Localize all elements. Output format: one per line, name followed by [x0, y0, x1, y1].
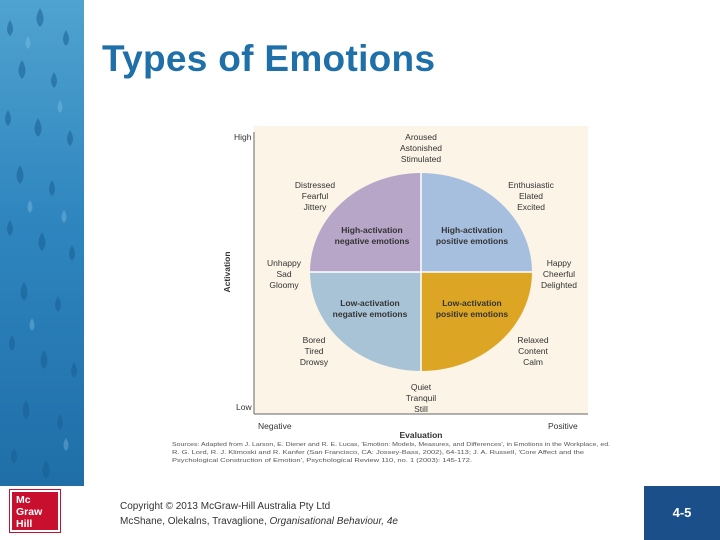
quadrant-top-right: [421, 173, 532, 272]
copyright-line: Copyright © 2013 McGraw-Hill Australia P…: [120, 501, 331, 512]
quadrant-label-top-right-2: positive emotions: [436, 236, 509, 246]
emotion-jittery: Jittery: [304, 202, 327, 212]
emotion-aroused: Aroused: [405, 132, 437, 142]
emotion-enthusiastic: Enthusiastic: [508, 180, 555, 190]
x-axis-negative-label: Negative: [258, 421, 292, 431]
quadrant-label-bottom-right-1: Low-activation: [442, 298, 502, 308]
y-axis-low-label: Low: [236, 402, 252, 412]
emotion-gloomy: Gloomy: [269, 280, 299, 290]
slide-title: Types of Emotions: [102, 38, 436, 79]
emotions-circumplex-figure: High-activation negative emotions High-a…: [166, 126, 616, 466]
quadrant-top-left: [310, 173, 421, 272]
sources-line-2: R. G. Lord, R. J. Klimoski and R. Kanfer…: [172, 450, 584, 456]
emotion-elated: Elated: [519, 191, 543, 201]
citation-book-title: Organisational Behaviour, 4e: [269, 516, 398, 527]
emotion-drowsy: Drowsy: [300, 357, 329, 367]
circumplex-diagram: High-activation negative emotions High-a…: [172, 126, 610, 464]
emotion-calm: Calm: [523, 357, 543, 367]
x-axis-positive-label: Positive: [548, 421, 578, 431]
page-number: 4-5: [672, 505, 692, 520]
emotion-happy: Happy: [547, 258, 572, 268]
quadrant-label-top-right-1: High-activation: [441, 225, 502, 235]
emotion-excited: Excited: [517, 202, 545, 212]
emotion-sad: Sad: [276, 269, 291, 279]
raindrop-pattern: [5, 8, 77, 479]
emotion-unhappy: Unhappy: [267, 258, 302, 268]
quadrant-label-top-left-1: High-activation: [341, 225, 402, 235]
citation-line: McShane, Olekalns, Travaglione, Organisa…: [120, 514, 398, 529]
emotion-tranquil: Tranquil: [406, 393, 437, 403]
emotion-relaxed: Relaxed: [517, 335, 548, 345]
copyright-notice: Copyright © 2013 McGraw-Hill Australia P…: [120, 499, 398, 529]
page-number-box: 4-5: [644, 486, 720, 540]
quadrant-bottom-right: [421, 272, 532, 371]
emotion-cheerful: Cheerful: [543, 269, 575, 279]
y-axis-title: Activation: [222, 251, 232, 292]
slide-footer: [0, 486, 720, 540]
emotion-quiet: Quiet: [411, 382, 432, 392]
citation-authors: McShane, Olekalns, Travaglione,: [120, 516, 270, 527]
emotion-stimulated: Stimulated: [401, 154, 441, 164]
emotion-bored: Bored: [303, 335, 326, 345]
emotion-delighted: Delighted: [541, 280, 577, 290]
emotion-distressed: Distressed: [295, 180, 335, 190]
quadrant-label-top-left-2: negative emotions: [335, 236, 410, 246]
decorative-sidebar: [0, 0, 84, 486]
quadrant-bottom-left: [310, 272, 421, 371]
emotion-fearful: Fearful: [302, 191, 329, 201]
quadrant-label-bottom-left-1: Low-activation: [340, 298, 400, 308]
logo-line-3: Hill: [16, 518, 33, 530]
emotion-content: Content: [518, 346, 548, 356]
logo-line-1: Mc: [16, 494, 31, 506]
y-axis-high-label: High: [234, 132, 252, 142]
quadrant-label-bottom-left-2: negative emotions: [333, 309, 408, 319]
quadrant-label-bottom-right-2: positive emotions: [436, 309, 509, 319]
mcgraw-hill-logo: Mc Graw Hill: [9, 489, 61, 533]
emotion-astonished: Astonished: [400, 143, 442, 153]
logo-line-2: Graw: [16, 506, 43, 518]
sources-line-3: Psychological Construction of Emotion', …: [172, 458, 472, 464]
x-axis-title: Evaluation: [400, 430, 443, 440]
emotion-tired: Tired: [304, 346, 323, 356]
emotion-still: Still: [414, 404, 428, 414]
sources-line-1: Sources: Adapted from J. Larson, E. Dien…: [172, 442, 610, 448]
